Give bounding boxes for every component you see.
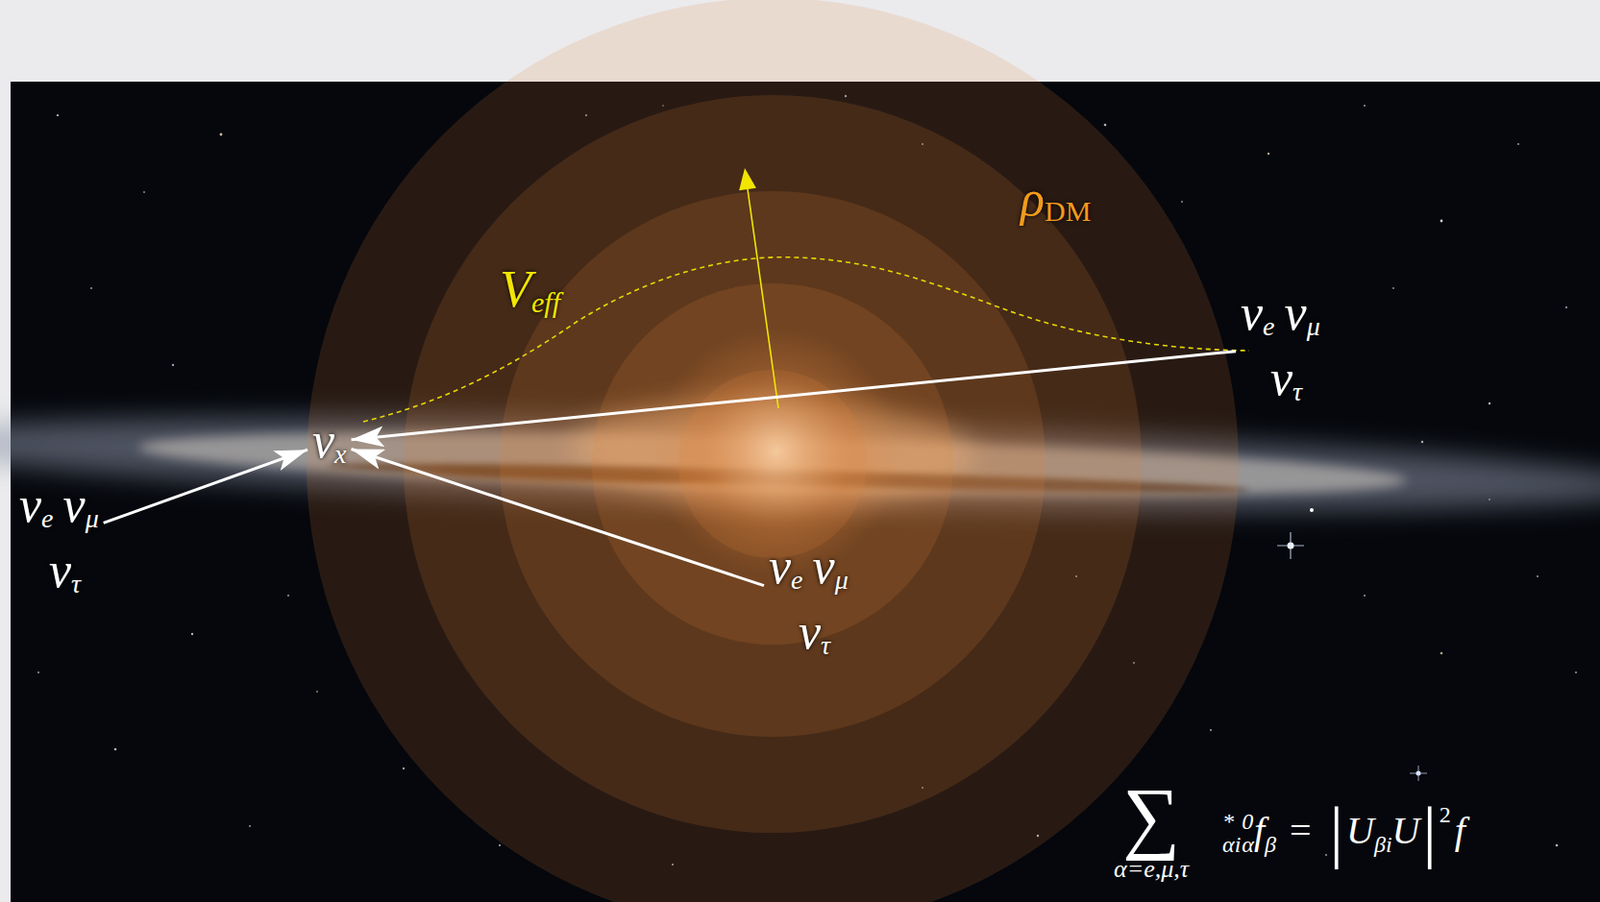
flavour-symbol: νμ (812, 541, 849, 594)
formula-symbol: 0 (1241, 810, 1255, 834)
formula-symbol: U (1346, 809, 1375, 853)
formula-symbol: U (1392, 809, 1421, 853)
formula-symbol: | (1422, 793, 1436, 871)
flavour-symbol: ντ (1270, 353, 1321, 406)
flavour-symbol: ντ (49, 545, 99, 598)
star (1488, 402, 1491, 405)
star (1536, 575, 1539, 578)
halo-ring (403, 95, 1142, 834)
star (1517, 143, 1520, 146)
neutrino-detector: νx (307, 411, 352, 473)
neutrino-path (351, 449, 764, 587)
neutrino-path (351, 351, 1236, 441)
potential-label: Veff (499, 263, 561, 318)
star (191, 633, 194, 636)
star (90, 287, 93, 290)
star (402, 767, 405, 770)
star (498, 844, 501, 847)
dark-matter-halo (306, 0, 1239, 902)
star (287, 594, 290, 597)
star (1421, 441, 1424, 444)
star (1325, 854, 1328, 857)
star-spike (1277, 532, 1305, 560)
star (1575, 671, 1577, 674)
formula-symbol: ∑ (1122, 778, 1181, 856)
star (143, 191, 146, 194)
flavour-symbol: νe (19, 480, 54, 533)
formula-stack: 0α (1241, 810, 1255, 857)
formula-symbol: α (1241, 833, 1255, 857)
formula-symbol: | (1329, 793, 1344, 871)
star (1440, 652, 1444, 656)
star (1555, 844, 1559, 848)
formula-symbol: βi (1374, 832, 1393, 858)
formula-stack: *αi (1222, 810, 1241, 857)
formula-symbol: = (1289, 809, 1312, 853)
star (172, 364, 174, 367)
star (1267, 152, 1270, 155)
star (1181, 200, 1183, 203)
direction-arrow (747, 189, 779, 409)
flavour-symbol: νx (312, 416, 347, 468)
sparkle-stars (1277, 508, 1428, 782)
flavour-symbol: νμ (1284, 288, 1321, 341)
bright-star (1309, 508, 1314, 513)
star (1209, 729, 1212, 732)
star-spike (1409, 765, 1428, 782)
flavour-symbol: νe (1240, 288, 1276, 341)
oscillation-formula: ∑α=e,μ,τ*αi0αfβ=|UβiU|2f (1109, 778, 1466, 883)
star (1392, 287, 1395, 290)
formula-stack: ∑α=e,μ,τ (1113, 778, 1189, 883)
star (1363, 594, 1366, 597)
star (114, 748, 118, 752)
flavour-symbol: ντ (798, 607, 849, 660)
star (248, 825, 251, 828)
halo-ring (499, 191, 1046, 738)
star (1565, 306, 1568, 309)
density-label: ρDM (1020, 173, 1091, 226)
arrow-head (738, 168, 757, 191)
potential-curve (363, 257, 1250, 422)
halo-ring (306, 0, 1239, 902)
star (1104, 123, 1108, 127)
star (316, 690, 319, 693)
neutrino-source: νeνμ ντ (763, 537, 854, 665)
formula-symbol: α=e,μ,τ (1113, 857, 1189, 883)
flavour-symbol: νμ (63, 480, 99, 533)
star (37, 671, 40, 674)
formula-symbol: 2 (1439, 802, 1452, 828)
star (56, 114, 59, 117)
star (1363, 104, 1366, 107)
neutrino-source: νeνμ ντ (14, 475, 104, 603)
neutrino-source: νeνμ ντ (1235, 283, 1326, 411)
formula-symbol: β (1264, 832, 1277, 858)
star (220, 133, 223, 137)
halo-ring (591, 283, 954, 645)
star (1440, 220, 1444, 223)
formula-symbol: αi (1222, 833, 1241, 857)
neutrino-path (103, 449, 308, 523)
flavour-symbol: νe (768, 541, 804, 594)
formula-symbol: f (1454, 809, 1466, 853)
formula-symbol: f (1254, 809, 1265, 853)
formula-symbol: * (1222, 810, 1241, 834)
